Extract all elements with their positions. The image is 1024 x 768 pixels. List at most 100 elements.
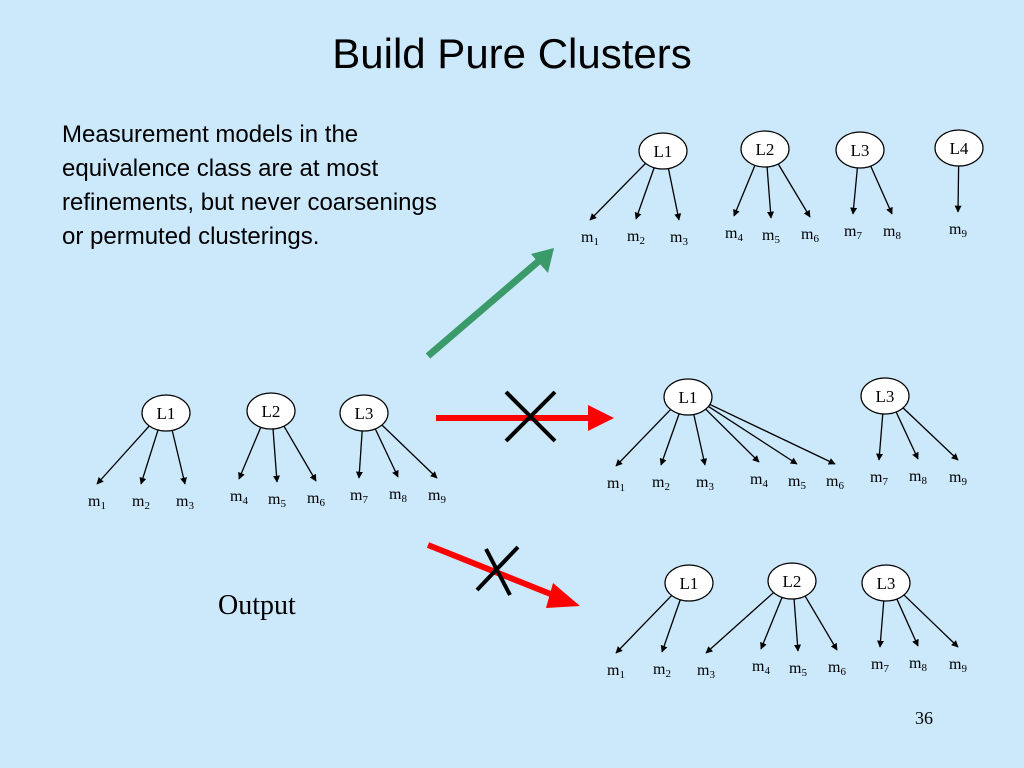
edge-l2-m5 xyxy=(272,428,281,483)
edge-l1-m1 xyxy=(615,595,673,654)
page-number: 36 xyxy=(915,708,933,728)
latent-label-l3: L3 xyxy=(851,141,870,160)
latent-label-l1: L1 xyxy=(157,404,176,423)
edge-l2-m6 xyxy=(804,595,838,651)
measure-label-m8: m8 xyxy=(389,486,407,505)
measure-label-m2: m2 xyxy=(652,474,670,493)
measure-label-m6: m6 xyxy=(801,226,819,245)
measure-label-m9: m9 xyxy=(949,221,967,240)
measure-label-m2: m2 xyxy=(627,228,645,247)
measure-label-m5: m5 xyxy=(762,227,780,246)
edge-l2-m3 xyxy=(705,592,775,654)
permuted-arrow-head xyxy=(546,583,580,608)
edge-l3-m7 xyxy=(850,167,859,215)
edge-l3-m8 xyxy=(896,598,919,647)
measure-label-m9: m9 xyxy=(949,656,967,675)
measure-label-m5: m5 xyxy=(788,473,806,492)
coarsening-cross-mark xyxy=(504,390,557,443)
edge-l3-m9 xyxy=(903,594,959,648)
measure-label-m8: m8 xyxy=(909,468,927,487)
measure-label-m8: m8 xyxy=(883,223,901,242)
measure-label-m5: m5 xyxy=(268,491,286,510)
refinement-arrow-head xyxy=(531,248,554,273)
measure-label-m3: m3 xyxy=(670,229,688,248)
latent-label-l3: L3 xyxy=(877,574,896,593)
measure-label-m8: m8 xyxy=(909,655,927,674)
measure-label-m4: m4 xyxy=(750,471,768,490)
latent-node-l2 xyxy=(767,562,817,600)
latent-label-l3: L3 xyxy=(876,387,895,406)
coarsening-arrow-head xyxy=(588,405,614,431)
edge-l2-m4 xyxy=(238,427,262,480)
latent-label-l4: L4 xyxy=(950,139,969,158)
permuted-cross-mark xyxy=(484,548,512,596)
latent-node-l2 xyxy=(740,130,790,168)
measure-label-m6: m6 xyxy=(828,659,846,678)
measure-label-m7: m7 xyxy=(871,656,889,675)
edge-l3-m8 xyxy=(374,428,399,478)
edge-l3-m8 xyxy=(870,165,893,215)
edge-l1-m1 xyxy=(96,425,150,485)
edge-l1-m5 xyxy=(708,405,798,465)
measure-label-m6: m6 xyxy=(307,490,325,509)
edge-l3-m7 xyxy=(877,600,885,648)
measure-label-m4: m4 xyxy=(230,488,248,507)
edge-l3-m9 xyxy=(902,407,959,461)
latent-label-l2: L2 xyxy=(783,572,802,591)
edge-l1-m3 xyxy=(171,430,187,485)
body-text: Measurement models in the equivalence cl… xyxy=(62,121,437,250)
measure-label-m3: m3 xyxy=(176,493,194,512)
measure-label-m5: m5 xyxy=(789,660,807,679)
latent-node-l3 xyxy=(835,131,885,169)
measure-label-m9: m9 xyxy=(428,487,446,506)
latent-node-l1 xyxy=(664,564,714,602)
edge-l1-m2 xyxy=(139,429,159,485)
latent-label-l1: L1 xyxy=(654,142,673,161)
edge-l1-m4 xyxy=(705,408,760,463)
latent-node-l3 xyxy=(339,394,389,432)
edge-l1-m1 xyxy=(615,409,672,467)
edge-l2-m6 xyxy=(283,425,317,482)
edge-l1-m3 xyxy=(667,168,682,221)
edge-l3-m9 xyxy=(381,424,438,479)
latent-node-l1 xyxy=(663,378,713,416)
permuted-cross-mark xyxy=(475,545,520,592)
measure-label-m7: m7 xyxy=(870,469,888,488)
latent-label-l1: L1 xyxy=(679,388,698,407)
measure-label-m3: m3 xyxy=(696,474,714,493)
latent-node-l4 xyxy=(934,129,984,167)
latent-label-l1: L1 xyxy=(680,574,699,593)
latent-node-l3 xyxy=(860,377,910,415)
edge-l1-m3 xyxy=(693,414,708,466)
latent-node-l2 xyxy=(246,392,296,430)
edge-l2-m5 xyxy=(793,598,802,652)
measure-label-m1: m1 xyxy=(88,493,106,512)
edge-l2-m4 xyxy=(733,165,756,217)
refinement-arrow xyxy=(425,257,543,359)
measure-label-m1: m1 xyxy=(607,475,625,494)
latent-label-l3: L3 xyxy=(355,404,374,423)
measure-label-m2: m2 xyxy=(132,493,150,512)
edge-l2-m4 xyxy=(760,597,783,650)
measure-label-m1: m1 xyxy=(607,662,625,681)
measure-label-m7: m7 xyxy=(350,487,368,506)
slide-title: Build Pure Clusters xyxy=(332,30,692,77)
edge-l1-m2 xyxy=(659,413,680,466)
measure-label-m4: m4 xyxy=(725,225,743,244)
edge-l3-m7 xyxy=(355,430,363,479)
edge-l1-m1 xyxy=(589,162,647,221)
measure-label-m7: m7 xyxy=(844,223,862,242)
edge-l2-m5 xyxy=(766,166,775,219)
edge-l3-m7 xyxy=(876,413,884,461)
measure-label-m4: m4 xyxy=(752,658,770,677)
latent-label-l2: L2 xyxy=(756,140,775,159)
measure-label-m9: m9 xyxy=(949,469,967,488)
measure-label-m2: m2 xyxy=(653,661,671,680)
edge-l4-m9 xyxy=(954,165,962,213)
latent-node-l1 xyxy=(638,132,688,170)
edge-l2-m6 xyxy=(777,163,811,218)
